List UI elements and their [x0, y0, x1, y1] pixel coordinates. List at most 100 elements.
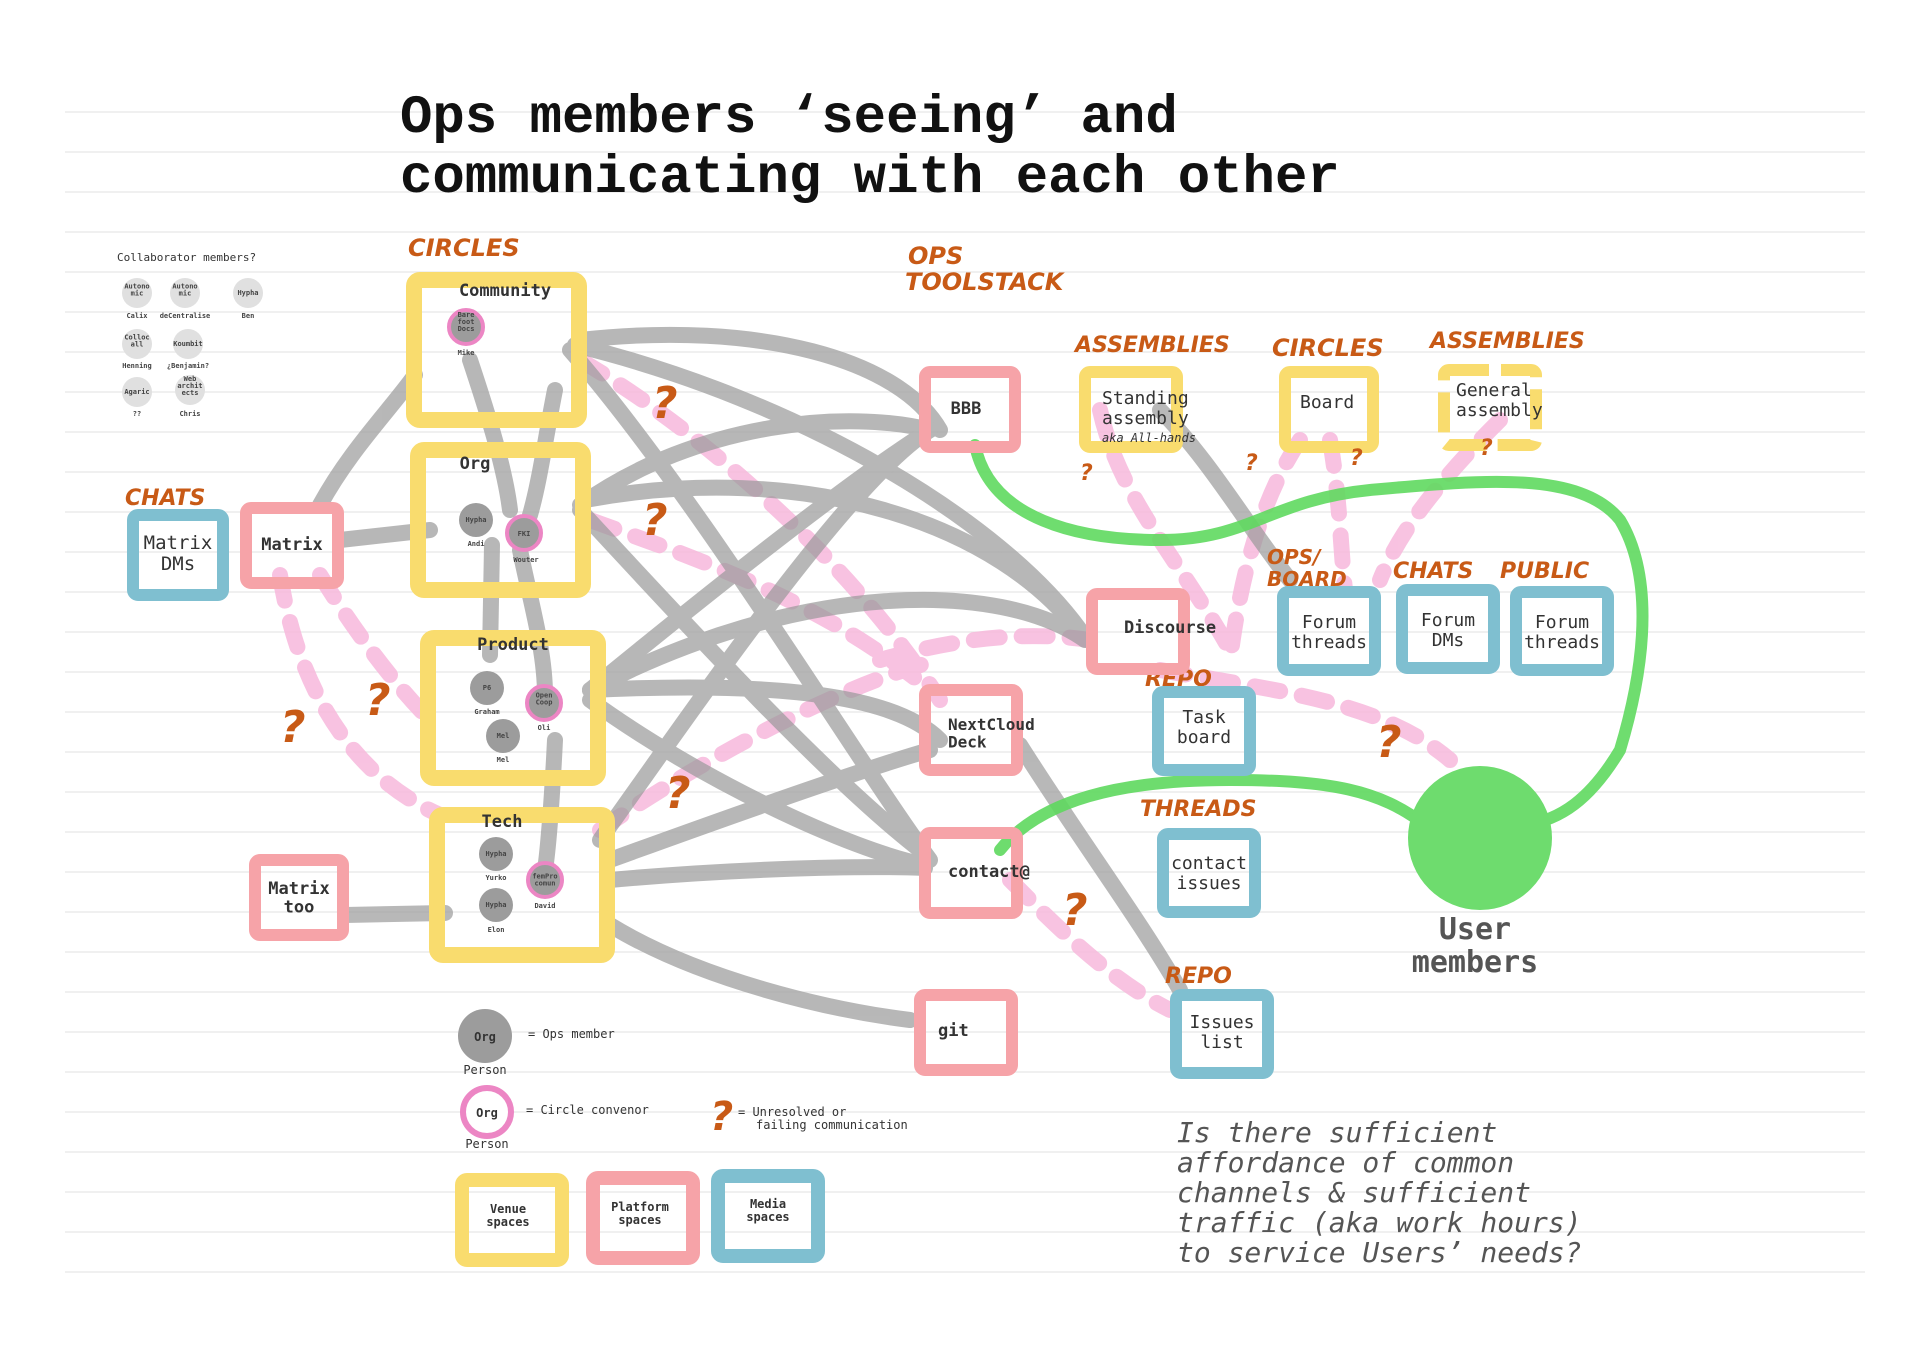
link-nextcloud-issues	[1012, 737, 1188, 998]
circle-tech-label: Tech	[482, 812, 523, 832]
legend-convenor-person: Person	[465, 1137, 508, 1151]
circle-org-label: Org	[460, 454, 491, 474]
link-wouter-oli	[512, 542, 553, 703]
green-links	[969, 439, 1649, 856]
box-board[interactable]: Board	[1279, 366, 1379, 453]
link-tech-nextcloud	[602, 742, 938, 868]
legend-unresolved-text-1: = Unresolved or	[738, 1105, 846, 1119]
link-oli-tech	[537, 732, 563, 878]
heading-assemblies-2: ASSEMBLIES	[1428, 329, 1585, 354]
member-node-elon	[479, 888, 513, 922]
legend-ops-member-person: Person	[463, 1063, 506, 1077]
git-label: git	[938, 1021, 969, 1041]
box-contact[interactable]: contact@	[919, 827, 1030, 919]
link-org-discourse	[577, 479, 1093, 648]
legend-platform-box	[586, 1171, 700, 1265]
box-git[interactable]: git	[914, 989, 1018, 1076]
member-name: Elon	[488, 926, 505, 934]
link-product-discourse	[582, 591, 1093, 698]
member-name: Graham	[474, 708, 499, 716]
member-node-yurko	[479, 837, 513, 871]
member-node-label: P6	[483, 684, 491, 692]
collaborator-node: Koumbit ¿Benjamin?	[167, 329, 209, 370]
closing-question: Is there sufficient affordance of common…	[1177, 1116, 1582, 1269]
collaborator-node-label: Koumbit	[173, 340, 203, 348]
link-community-nextcloud	[572, 352, 948, 708]
heading-ops: OPS	[908, 242, 963, 270]
legend-ops-member-node	[458, 1009, 512, 1063]
question-mark-icon: ?	[642, 495, 668, 546]
question-line-1: Is there sufficient	[1177, 1116, 1497, 1149]
users-label-2: members	[1412, 945, 1538, 980]
member-name: David	[534, 902, 555, 910]
member-name: Andi	[468, 540, 485, 548]
heading-public: PUBLIC	[1500, 559, 1589, 584]
circle-org[interactable]: Org Hypha Andi FKI Wouter	[410, 442, 591, 598]
question-mark-icon: ?	[665, 768, 691, 819]
question-mark-icon: ?	[1350, 446, 1363, 471]
unresolved-markers: ? ? ? ? ? ? ? ? ? ? ?	[280, 378, 1493, 936]
board-label: Board	[1300, 392, 1354, 413]
member-node-mike	[447, 308, 485, 346]
collaborator-name: Henning	[122, 362, 152, 370]
collaborator-name: deCentralise	[160, 312, 211, 320]
question-mark-icon: ?	[1376, 717, 1402, 768]
member-name: Oli	[538, 724, 551, 732]
link-matrix-tech	[272, 567, 448, 823]
link-contact-issues	[1002, 872, 1178, 1018]
box-matrix[interactable]: Matrix	[240, 502, 344, 589]
member-name: Mel	[497, 756, 510, 764]
question-mark-icon: ?	[1480, 436, 1493, 461]
link-tech-contact	[602, 859, 933, 888]
user-members-circle	[1408, 766, 1552, 910]
collaborator-node-label: Hypha	[237, 289, 258, 297]
member-node-label: Mel	[497, 732, 510, 740]
link-matrix-product	[312, 567, 438, 728]
member-node-label: Hypha	[485, 850, 506, 858]
box-discourse[interactable]: Discourse	[1086, 588, 1216, 675]
question-line-2: affordance of common	[1177, 1146, 1514, 1179]
member-node-wouter	[505, 514, 543, 552]
legend: Org Person = Ops member Org Person = Cir…	[455, 1009, 908, 1267]
collaborator-name: ¿Benjamin?	[167, 362, 209, 370]
title-line-1: Ops members ‘seeing’ and	[400, 88, 1178, 149]
question-line-3: channels & sufficient	[1177, 1176, 1531, 1209]
question-mark-icon: ?	[1062, 885, 1088, 936]
heading-toolstack: TOOLSTACK	[905, 268, 1066, 296]
link-community-org	[522, 382, 563, 523]
link-tech-git	[602, 917, 918, 1028]
question-mark-icon: ?	[365, 675, 391, 726]
standing-note: aka All-hands	[1102, 431, 1196, 445]
question-mark-icon: ?	[1080, 461, 1093, 486]
user-members[interactable]: User members	[1408, 766, 1552, 980]
member-node-david	[526, 861, 564, 899]
box-bbb[interactable]: BBB	[919, 366, 1021, 453]
legend-ops-member-node-label: Org	[474, 1030, 496, 1044]
question-line-4: traffic (aka work hours)	[1177, 1206, 1582, 1239]
legend-convenor-node	[460, 1085, 514, 1139]
